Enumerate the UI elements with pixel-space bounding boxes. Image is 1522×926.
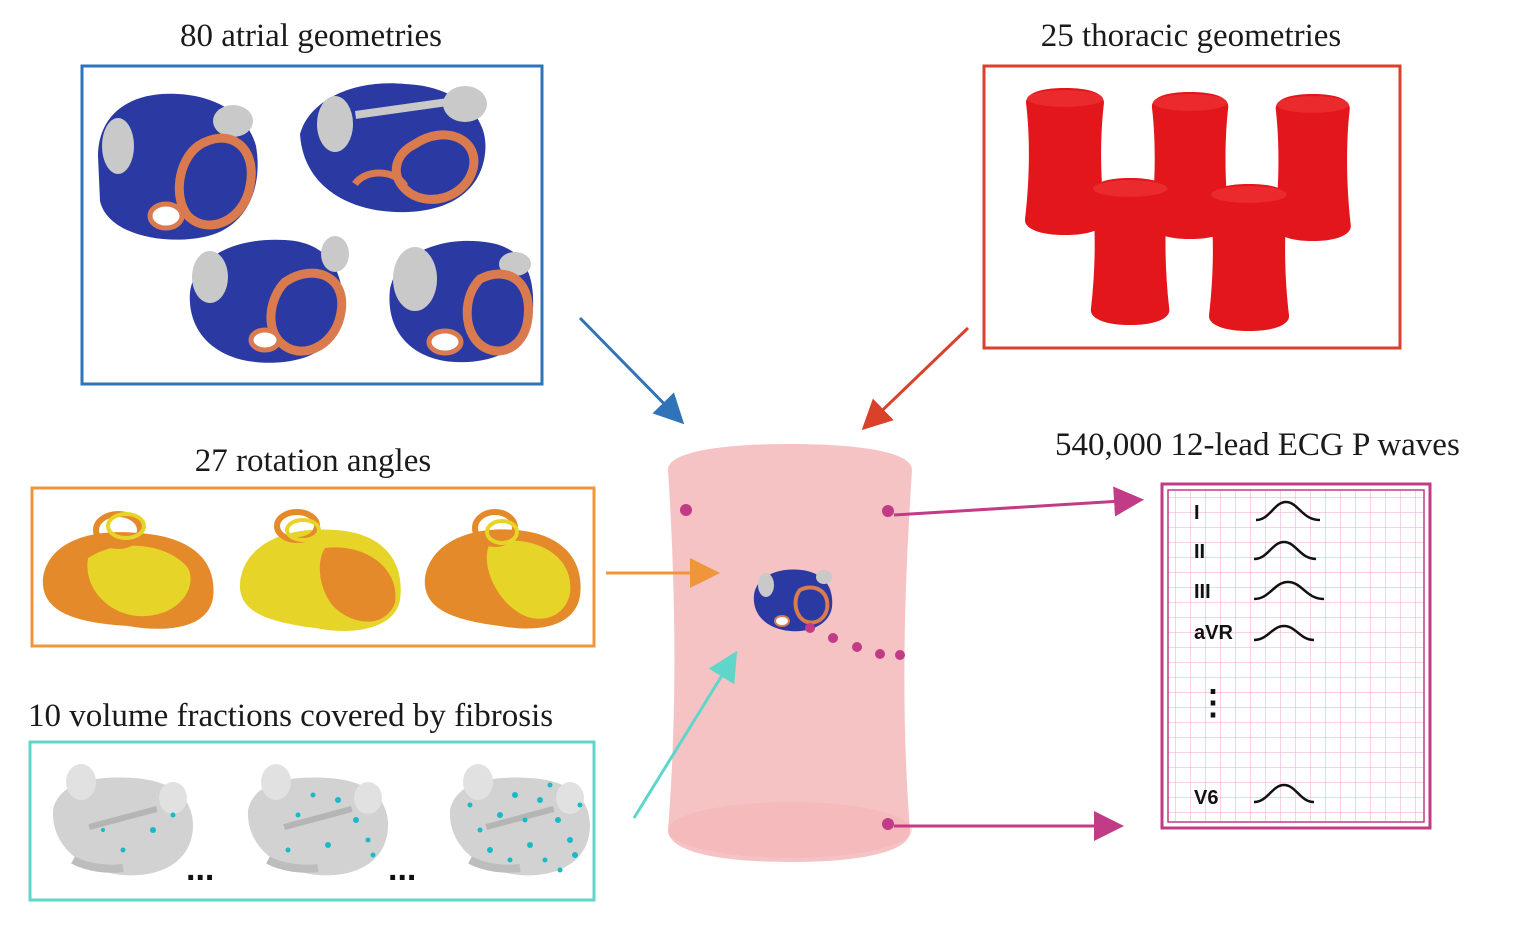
ecg-lead-label-iii: III [1194, 581, 1211, 603]
thorax-geometry-4 [1090, 178, 1170, 325]
thorax-geometry-3 [1274, 94, 1351, 241]
atrial-geometry-1 [98, 93, 258, 240]
ecg-wave-avr [1253, 624, 1315, 642]
ecg-wave-iii [1253, 580, 1325, 601]
ecg-lead-label-ii: II [1194, 541, 1205, 563]
atrial-geometry-3 [189, 236, 349, 363]
thorax-geometry-1 [1024, 88, 1106, 235]
arrow-fibrosis-to-torso [632, 650, 738, 819]
arrow-thoracic-to-torso [861, 326, 970, 431]
ecg-wave-i [1255, 500, 1321, 522]
electrode-left-upper [680, 504, 692, 516]
arrow-torso-to-ecg-upper [893, 486, 1144, 517]
rotation-angles-title: 27 rotation angles [194, 443, 432, 479]
fibrosis-panel: ... ... [28, 740, 596, 902]
fibrosis-ellipsis-2: ... [388, 850, 416, 888]
ecg-lead-label-v6: V6 [1194, 787, 1218, 809]
fibrosis-atrium-high [450, 764, 590, 875]
thoracic-geometries-panel [982, 64, 1402, 350]
thorax-geometry-5 [1208, 184, 1290, 331]
electrode-right-upper [882, 505, 894, 517]
rotated-atrium-1 [42, 511, 214, 629]
arrow-atrial-to-torso [578, 316, 685, 425]
atrial-geometry-4 [389, 240, 534, 363]
atrial-geometry-2 [300, 83, 487, 213]
rotated-atrium-2 [239, 509, 401, 631]
atrial-geometries-panel [80, 64, 544, 386]
electrode-chain [805, 623, 905, 660]
rotated-atrium-3 [424, 509, 581, 629]
rotation-angles-panel [30, 486, 596, 648]
fibrosis-atrium-low [53, 764, 193, 875]
fibrosis-fractions-title: 10 volume fractions covered by fibrosis [28, 698, 554, 734]
ecg-lead-label-avr: aVR [1194, 622, 1233, 644]
ecg-wave-ii [1253, 540, 1317, 561]
fibrosis-atrium-mid [248, 764, 388, 875]
embedded-atrium [753, 569, 833, 632]
ecg-vertical-ellipsis: ⋮ [1196, 684, 1230, 722]
ecg-output-panel: I II III aVR ⋮ V6 [1160, 482, 1432, 830]
atrial-geometries-title: 80 atrial geometries [179, 18, 443, 54]
central-torso [668, 444, 912, 862]
ecg-output-title: 540,000 12-lead ECG P waves [1055, 427, 1460, 463]
thoracic-geometries-title: 25 thoracic geometries [1040, 18, 1342, 54]
ecg-lead-label-i: I [1194, 502, 1200, 524]
electrode-right-lower [882, 818, 894, 830]
ecg-wave-v6 [1253, 783, 1315, 804]
fibrosis-ellipsis-1: ... [186, 850, 214, 888]
